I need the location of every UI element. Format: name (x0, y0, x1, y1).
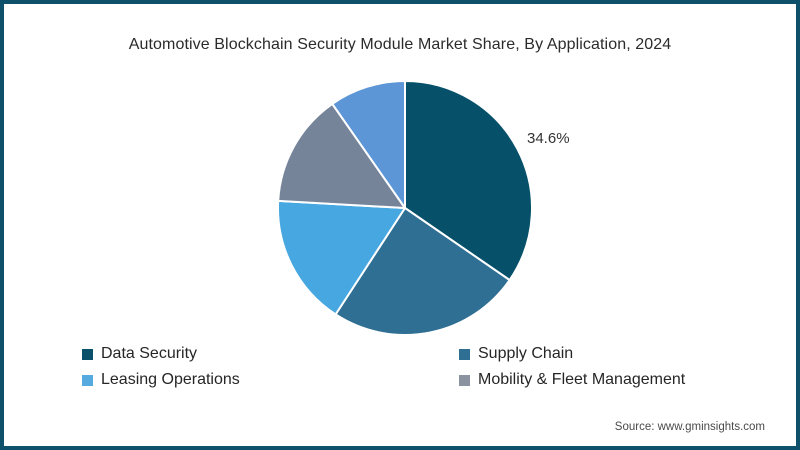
pie-slice-data-security[interactable] (404, 80, 533, 282)
pie-slice-supply-chain[interactable] (334, 207, 511, 336)
legend-label: Mobility & Fleet Management (478, 371, 686, 388)
legend-label: Leasing Operations (101, 371, 240, 388)
legend-marker-leasing-operations (82, 374, 93, 386)
chart-title: Automotive Blockchain Security Module Ma… (128, 36, 672, 53)
pie-slice-leasing-operations[interactable] (277, 199, 406, 316)
pie-slice-mobility-fleet-management[interactable] (277, 102, 406, 209)
legend-marker-supply-chain (459, 348, 470, 360)
legend-item-supply-chain[interactable]: Supply Chain (459, 345, 742, 363)
source-text: Source: www.gminsights.com (614, 421, 765, 433)
legend-marker-mobility-fleet-management (459, 374, 470, 386)
pie-chart (277, 80, 533, 336)
legend-item-mobility-fleet-management[interactable]: Mobility & Fleet Management (459, 371, 742, 389)
data-label-data-security: 34.6% (527, 130, 570, 147)
legend-label: Data Security (101, 345, 198, 362)
legend-item-leasing-operations[interactable]: Leasing Operations (82, 371, 459, 389)
legend-label: Supply Chain (478, 345, 574, 362)
legend-item-data-security[interactable]: Data Security (82, 345, 459, 363)
legend-marker-data-security (82, 348, 93, 360)
legend: Data Security Supply Chain Leasing Opera… (82, 345, 742, 389)
pie-slice-unlabeled[interactable] (331, 80, 406, 209)
